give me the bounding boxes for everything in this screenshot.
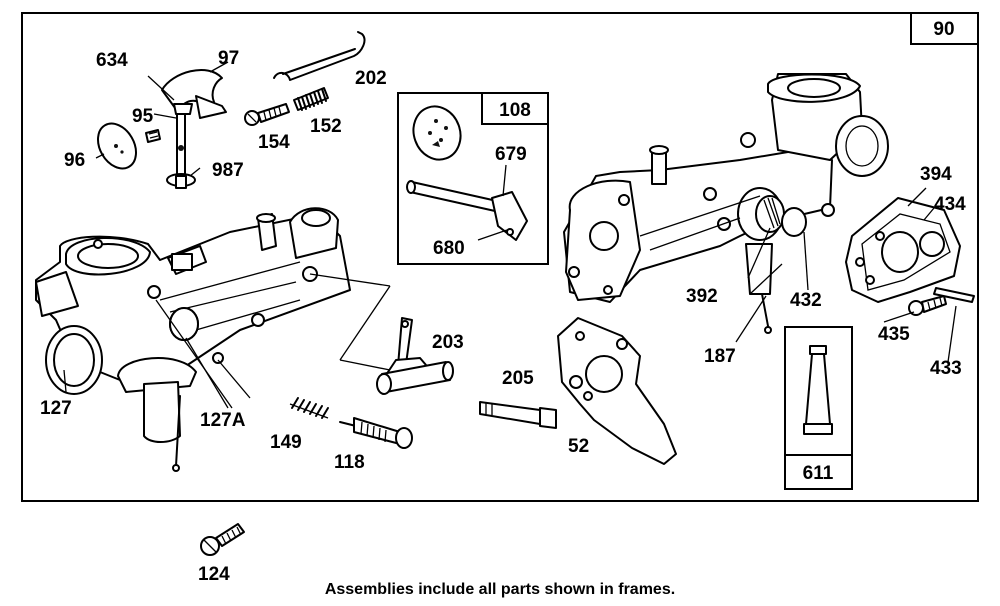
idle-speed-screw-icon — [244, 103, 290, 126]
frame-108: 108 679 680 — [397, 92, 549, 265]
choke-plate-icon — [97, 122, 161, 170]
pivot-pin-icon — [479, 401, 557, 429]
governor-link-icon — [273, 31, 366, 81]
part-label-149: 149 — [270, 432, 302, 453]
frame-611-label: 611 — [803, 463, 834, 484]
part-label-634: 634 — [96, 50, 128, 71]
part-label-202: 202 — [355, 68, 387, 89]
pin-icon — [933, 287, 975, 303]
part-label-127: 127 — [40, 398, 72, 419]
mounting-screw-icon — [200, 523, 245, 556]
part-label-205: 205 — [502, 368, 534, 389]
throttle-lever-icon — [376, 317, 454, 395]
throttle-shaft-icon — [409, 181, 498, 212]
main-frame — [21, 12, 979, 502]
part-label-52: 52 — [568, 436, 589, 457]
part-label-203: 203 — [432, 332, 464, 353]
leader-lines — [63, 61, 957, 409]
carburetor-body-right — [563, 73, 889, 334]
diaphragm-cover-icon — [845, 197, 961, 303]
gasket-icon — [557, 317, 677, 465]
part-label-187: 187 — [704, 346, 736, 367]
frame-611: 611 — [784, 326, 853, 490]
part-label-435: 435 — [878, 324, 910, 345]
needle-valve-icon — [339, 417, 413, 449]
carburetor-body-left — [35, 207, 351, 472]
page-number: 90 — [933, 19, 954, 40]
cover-screw-icon — [908, 295, 947, 316]
part-label-680: 680 — [433, 238, 465, 259]
part-label-127a: 127A — [200, 410, 246, 431]
part-label-154: 154 — [258, 132, 290, 153]
part-label-96: 96 — [64, 150, 85, 171]
idle-spring-icon — [293, 87, 329, 111]
page-number-box: 90 — [910, 12, 979, 45]
part-label-152: 152 — [310, 116, 342, 137]
part-label-118: 118 — [334, 452, 365, 473]
part-label-433: 433 — [930, 358, 962, 379]
footer-caption: Assemblies include all parts shown in fr… — [325, 581, 675, 598]
emulsion-tube-icon — [805, 353, 831, 425]
throttle-plate-icon — [412, 105, 462, 161]
part-label-95: 95 — [132, 106, 154, 127]
part-label-432: 432 — [790, 290, 822, 311]
part-label-987: 987 — [212, 160, 244, 181]
choke-shaft-icon — [161, 69, 227, 189]
part-label-97: 97 — [218, 48, 239, 69]
idle-mixture-spring-icon — [289, 397, 329, 419]
frame-108-label: 108 — [499, 100, 531, 121]
part-label-124: 124 — [198, 564, 230, 585]
part-label-394: 394 — [920, 164, 952, 185]
part-label-679: 679 — [495, 144, 527, 165]
part-label-434: 434 — [934, 194, 966, 215]
part-label-392: 392 — [686, 286, 718, 307]
o-ring-icon — [169, 307, 199, 341]
